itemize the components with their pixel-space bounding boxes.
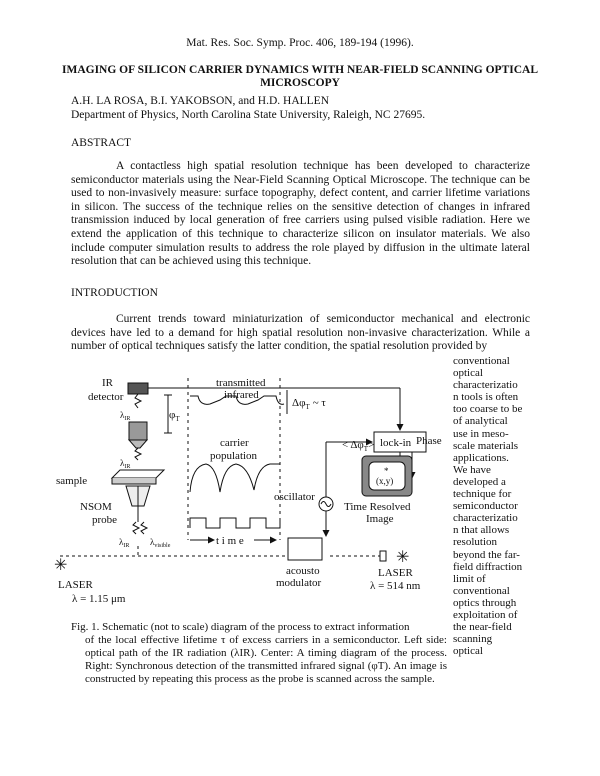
side-line: characterizatio	[453, 512, 518, 525]
side-line: optical	[453, 367, 483, 380]
side-line: conventional	[453, 355, 510, 367]
side-line: characterizatio	[453, 379, 518, 392]
acousto-modulator-box	[287, 537, 323, 561]
transmitted-label-1: transmitted	[216, 377, 266, 389]
oscillator-label: oscillator	[274, 491, 315, 503]
side-line: of analytical	[453, 415, 508, 428]
side-line: resolution	[453, 536, 497, 549]
side-line: developed a	[453, 475, 506, 488]
screen-xy: (x,y)	[376, 476, 393, 486]
ir-detector-label-2: detector	[88, 391, 124, 403]
introduction-text: Current trends toward miniaturization of…	[71, 313, 530, 353]
image-screen-inner	[368, 461, 406, 491]
objective-lens-tip	[127, 439, 149, 449]
side-line: n that allows	[453, 524, 510, 537]
screen-star: *	[384, 466, 389, 476]
laser-right-wavelength: λ = 514 nm	[370, 580, 421, 592]
carrier-label-2: population	[210, 450, 258, 462]
acousto-label-1: acousto	[286, 565, 320, 577]
affiliation: Department of Physics, North Carolina St…	[71, 109, 426, 121]
sample-top	[110, 469, 166, 479]
laser-left-wavelength: λ = 1.15 μm	[72, 593, 126, 605]
side-line: technique for	[453, 488, 512, 501]
side-line: conventional	[453, 584, 510, 597]
lt-delta-phi-label: < ΔφT>	[342, 439, 374, 453]
ir-wave-top	[134, 393, 143, 409]
side-line: field diffraction	[453, 560, 523, 573]
nsom-label-1: NSOM	[80, 501, 112, 513]
ir-wave-mid	[134, 447, 143, 461]
lambda-visible-label: λvisible	[150, 537, 171, 549]
side-line: use in meso-	[453, 427, 509, 440]
carrier-population-trace	[189, 463, 280, 493]
pulse-train-trace	[189, 517, 281, 529]
laser-left-star: ✳	[54, 557, 67, 574]
laser-left-label: LASER	[58, 579, 94, 591]
abstract-body: A contactless high spatial resolution te…	[71, 160, 530, 269]
lambda-ir-label-2: λIR	[120, 458, 130, 470]
nsom-label-2: probe	[92, 514, 117, 526]
caption-rest: of the local effective lifetime τ of exc…	[85, 634, 447, 685]
lockin-label: lock-in	[380, 437, 412, 449]
side-line: scale materials	[453, 439, 519, 452]
paper-title: IMAGING OF SILICON CARRIER DYNAMICS WITH…	[61, 64, 539, 89]
side-line: n tools is often	[453, 391, 519, 404]
sample-label: sample	[56, 475, 87, 487]
lambda-ir-label-1: λIR	[120, 410, 130, 422]
transmitted-ir-trace	[190, 395, 285, 405]
side-line: too coarse to be	[453, 403, 523, 416]
delta-phi-label: ΔφT~ τ	[292, 397, 326, 411]
citation-header: Mat. Res. Soc. Symp. Proc. 406, 189-194 …	[186, 37, 414, 49]
acousto-label-2: modulator	[276, 577, 322, 589]
sample-side	[111, 478, 157, 485]
abstract-text: A contactless high spatial resolution te…	[71, 160, 530, 268]
laser-right-aperture	[379, 550, 387, 562]
figure-1-caption: Fig. 1. Schematic (not to scale) diagram…	[71, 621, 447, 686]
side-line: beyond the far-	[453, 548, 520, 561]
introduction-body: Current trends toward miniaturization of…	[71, 313, 530, 354]
side-line: exploitation of	[453, 608, 518, 621]
side-line: the near-field	[453, 621, 512, 634]
abstract-heading: ABSTRACT	[71, 137, 132, 149]
side-line: scanning	[453, 633, 493, 646]
side-line: optical	[453, 645, 483, 658]
lambda-ir-label-3: λIR	[119, 537, 129, 549]
laser-right-label: LASER	[378, 567, 414, 579]
authors: A.H. LA ROSA, B.I. YAKOBSON, and H.D. HA…	[71, 95, 330, 107]
introduction-side-column: conventional optical characterizatio n t…	[453, 355, 529, 657]
time-resolved-label-2: Image	[366, 513, 394, 525]
phi-t-label: φT	[169, 409, 180, 423]
time-label: t i m e	[216, 535, 244, 547]
figure-1-diagram: IR detector λIR λIR sample NSOM probe λI…	[54, 377, 442, 605]
side-line: limit of	[453, 572, 486, 585]
ir-detector-box	[127, 382, 149, 395]
side-line: semiconductor	[453, 500, 518, 513]
ir-detector-label-1: IR	[102, 377, 114, 389]
side-line: applications.	[453, 451, 509, 464]
objective-lens	[128, 421, 148, 441]
side-line: We have	[453, 463, 491, 476]
phase-label: Phase	[416, 435, 442, 447]
side-line: optics through	[453, 596, 517, 609]
caption-first-line: Fig. 1. Schematic (not to scale) diagram…	[71, 621, 410, 633]
laser-right-star: ✳	[396, 549, 409, 566]
visible-wave-low	[140, 521, 149, 535]
ir-wave-low	[132, 521, 141, 535]
transmitted-label-2: infrared	[224, 389, 259, 401]
carrier-label-1: carrier	[220, 437, 249, 449]
time-resolved-label-1: Time Resolved	[344, 501, 411, 513]
introduction-heading: INTRODUCTION	[71, 287, 158, 299]
